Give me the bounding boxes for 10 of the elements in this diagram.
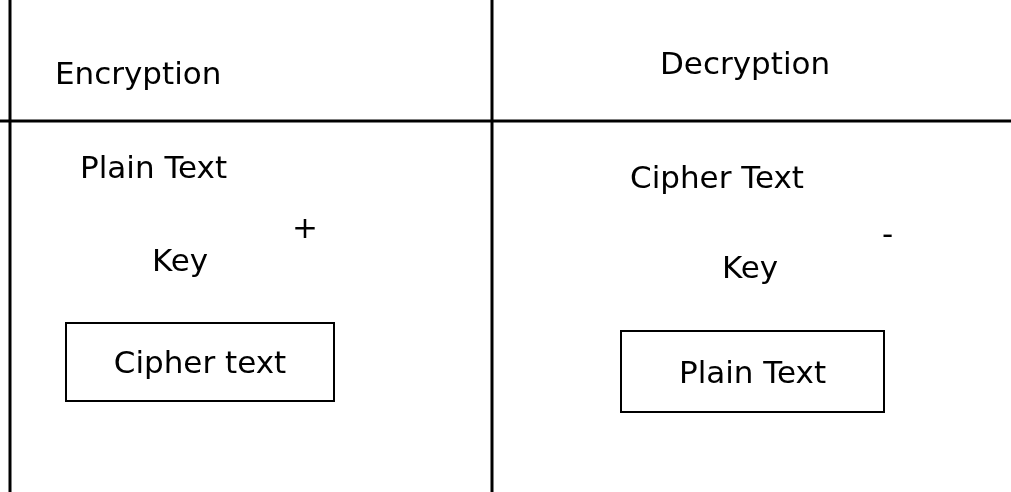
result-box: Plain Text	[620, 330, 885, 413]
result-box: Cipher text	[65, 322, 335, 402]
cell-text: Plain Text	[80, 152, 228, 183]
column-header: Decryption	[660, 48, 831, 79]
cell-text: Cipher Text	[630, 162, 804, 193]
cell-text: Key	[152, 245, 209, 276]
cell-text: Key	[722, 252, 779, 283]
operator-sign: -	[882, 218, 894, 249]
column-header: Encryption	[55, 58, 222, 89]
operator-sign: +	[292, 212, 318, 243]
